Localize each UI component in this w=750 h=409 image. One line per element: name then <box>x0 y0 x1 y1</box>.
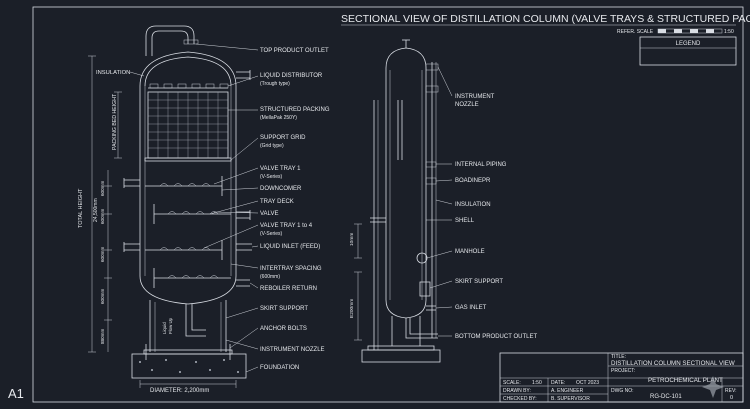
left-callout-leaders <box>195 43 259 373</box>
callout-valve: VALVE <box>260 211 278 217</box>
project-label: PROJECT: <box>611 368 635 374</box>
right-callouts: INSTRUMENT NOZZLE INTERNAL PIPING BOADIN… <box>455 94 537 340</box>
right-callout-leaders <box>426 66 453 337</box>
drawn-by-value: A. ENGINEER <box>551 388 584 394</box>
legend-label: LEGEND <box>676 41 701 47</box>
callout-skirt-support-right: SKIRT SUPPORT <box>455 279 503 285</box>
callout-structured-packing: STRUCTURED PACKING <box>260 107 330 113</box>
foundation-block <box>131 353 247 379</box>
title-block <box>499 352 744 403</box>
callout-downcomer: DOWNCOMER <box>260 186 302 192</box>
insulation-label: INSULATION <box>96 70 130 76</box>
callout-valve-tray-1-type: (V-Series) <box>260 174 283 180</box>
spacing-label-3: 600mm <box>100 247 105 262</box>
callout-anchor-bolts: ANCHOR BOLTS <box>260 326 307 332</box>
callout-manhole: MANHOLE <box>455 249 485 255</box>
rev-label: REV: <box>725 388 736 394</box>
scale-value: 1:50 <box>532 380 542 386</box>
column-left-view <box>123 25 252 379</box>
callout-intertray-spacing-value: (600mm) <box>260 274 280 280</box>
packing-bed-label: PACKING BED HEIGHT <box>112 93 118 150</box>
right-dim-1: 10mm <box>349 233 355 246</box>
dwg-no-label: DWG NO: <box>611 388 634 394</box>
callout-liquid-inlet-feed: LIQUID INLET (FEED) <box>260 244 320 250</box>
callout-intertray-spacing: INTERTRAY SPACING <box>260 266 322 272</box>
drawn-by-label: DRAWN BY: <box>503 388 531 394</box>
right-dim-2: E200mm <box>349 299 355 318</box>
callout-support-grid: SUPPORT GRID <box>260 135 306 141</box>
total-height-value: 24,500mm <box>93 198 99 222</box>
refer-scale-label: REFER. SCALE <box>617 29 654 35</box>
left-callouts: TOP PRODUCT OUTLET LIQUID DISTRIBUTOR (T… <box>260 48 330 371</box>
sheet-title: SECTIONAL VIEW OF DISTILLATION COLUMN (V… <box>341 13 750 25</box>
project-value: PETROCHEMICAL PLANT <box>648 377 723 384</box>
dwg-no-value: RG-DC-101 <box>650 394 682 400</box>
diameter-label: DIAMETER: 2,200mm <box>150 388 209 394</box>
callout-skirt-support: SKIRT SUPPORT <box>260 306 308 312</box>
checked-by-label: CHECKED BY: <box>503 396 537 402</box>
spacing-label-5: 880mm <box>100 329 105 344</box>
total-height-label: TOTAL HEIGHT <box>78 188 84 228</box>
title-label: TITLE: <box>611 354 626 360</box>
valve-trays <box>145 176 231 288</box>
callout-valve-tray-1-4-type: (V-Series) <box>260 231 283 237</box>
spacing-label-2: 600mm <box>100 209 105 224</box>
callout-structured-packing-type: (MellaPak 250Y) <box>260 115 297 121</box>
legend-box: LEGEND <box>639 36 737 66</box>
callout-liquid-distributor-type: (Trough type) <box>260 81 290 87</box>
callout-insulation-right: INSULATION <box>455 202 491 208</box>
callout-internal-piping: INTERNAL PIPING <box>455 162 507 168</box>
callout-shell: SHELL <box>455 218 475 224</box>
date-label: DATE: <box>551 380 565 386</box>
checked-by-value: B. SUPERVISOR <box>551 396 590 402</box>
callout-reboiler-return: REBOILER RETURN <box>260 286 317 292</box>
callout-top-product-outlet: TOP PRODUCT OUTLET <box>260 48 329 54</box>
callout-instrument-nozzle: INSTRUMENT NOZZLE <box>260 347 325 353</box>
rev-value: 0 <box>730 395 733 401</box>
sheet-size-label: A1 <box>8 386 24 401</box>
sparkle-icon <box>702 376 724 398</box>
structured-packing <box>147 91 229 159</box>
spacing-label-1: 600mm <box>100 181 105 196</box>
callout-liquid-distributor: LIQUID DISTRIBUTOR <box>260 73 323 79</box>
callout-valve-tray-1: VALVE TRAY 1 <box>260 166 301 172</box>
left-dimensions <box>88 55 122 353</box>
callout-instrument-nozzle-right: NOZZLE <box>455 102 479 108</box>
callout-boadinepr: BOADINEPR <box>455 178 491 184</box>
date-value: OCT 2023 <box>576 380 599 386</box>
liquid-flow-label-1: Liquid <box>162 322 167 334</box>
scale-label: SCALE: <box>503 380 521 386</box>
refer-scale-value: 1:50 <box>724 29 734 35</box>
callout-gas-inlet: GAS INLET <box>455 305 487 311</box>
title-value: DISTILLATION COLUMN SECTIONAL VIEW <box>611 360 735 367</box>
sheet-border <box>32 6 744 403</box>
spacing-label-4: 600mm <box>100 289 105 304</box>
distributor-troughs <box>149 83 229 89</box>
callout-support-grid-type: (Grid type) <box>260 143 284 149</box>
callout-instrument: INSTRUMENT <box>455 94 495 100</box>
callout-valve-tray-1-4: VALVE TRAY 1 to 4 <box>260 223 313 229</box>
callout-bottom-product-outlet: BOTTOM PRODUCT OUTLET <box>455 334 537 340</box>
callout-foundation: FOUNDATION <box>260 365 299 371</box>
liquid-flow-label-2: Flow Up <box>168 317 173 334</box>
reference-scale: REFER. SCALE 1:50 <box>617 28 734 35</box>
callout-tray-deck: TRAY DECK <box>260 199 294 205</box>
